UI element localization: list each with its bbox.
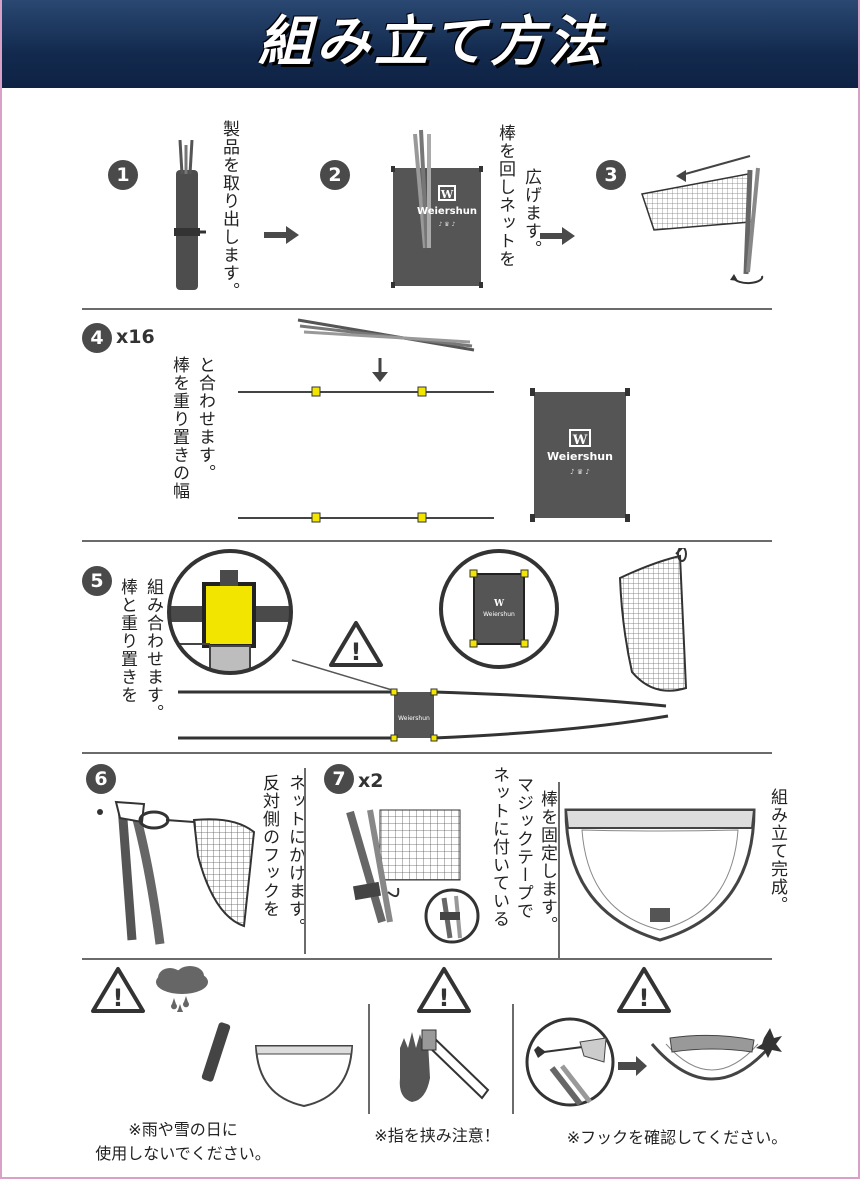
step-6-text-a: ネットにかけます。 <box>285 774 305 936</box>
section-divider <box>82 540 772 542</box>
step-7-text-a: 棒を固定します。 <box>537 790 557 934</box>
caution-1-line2: 使用しないでください。 <box>95 1144 271 1163</box>
svg-text:Weiershun: Weiershun <box>398 715 430 722</box>
column-divider <box>558 782 560 958</box>
hanging-net-illustration <box>614 548 698 728</box>
step-3-badge: 3 <box>596 160 626 190</box>
step-7-badge: 7 <box>324 764 354 794</box>
svg-text:♪ ♛ ♪: ♪ ♛ ♪ <box>439 221 456 228</box>
caution-2-text: ※指を挟み注意！ <box>374 1126 500 1145</box>
warning-triangle-icon: ! <box>90 966 146 1014</box>
svg-text:W: W <box>572 433 588 448</box>
assembled-frame-illustration: Weiershun <box>174 640 694 752</box>
net-panel-illustration: W Weiershun ♪ ♛ ♪ <box>528 384 632 526</box>
frame-corner-zoom-illustration: W Weiershun <box>438 548 560 670</box>
caution-1-line1: ※雨や雪の日に <box>128 1120 238 1139</box>
arrow-right-icon <box>618 1056 648 1076</box>
svg-text:Weiershun: Weiershun <box>417 206 477 217</box>
svg-text:!: ! <box>113 984 124 1012</box>
rain-cloud-icon <box>152 966 212 1012</box>
svg-text:!: ! <box>639 984 650 1012</box>
header-banner: 組み立て方法 <box>2 0 858 88</box>
velcro-strap-illustration <box>340 802 490 950</box>
step-4-text-a: と合わせます。 <box>195 356 215 482</box>
step-4-badge: 4 <box>82 323 112 353</box>
net-small-illustration <box>252 1040 356 1110</box>
step-5-text-b: 棒と重り置きを <box>117 578 137 704</box>
section-divider <box>82 958 772 960</box>
step-2-text-b: 広げます。 <box>521 168 541 258</box>
step-5-text-a: 組み合わせます。 <box>143 578 163 722</box>
weight-joint-zoom-illustration <box>166 548 294 676</box>
section-divider <box>82 752 772 754</box>
unfolding-net-illustration: W Weiershun ♪ ♛ ♪ <box>387 128 487 290</box>
svg-text:!: ! <box>439 984 450 1012</box>
svg-text:W: W <box>493 599 505 609</box>
svg-text:Weiershun: Weiershun <box>483 611 515 618</box>
svg-text:!: ! <box>351 638 362 666</box>
step-4-text-b: 棒を重り置きの幅 <box>169 356 189 500</box>
arrow-right-icon <box>264 225 300 245</box>
step-2-text-a: 棒を回しネットを <box>495 124 515 268</box>
hook-attach-illustration <box>94 796 264 948</box>
step-2-badge: 2 <box>320 160 350 190</box>
rotating-net-illustration <box>638 148 768 288</box>
brand-name-text: Weiershun <box>547 450 613 463</box>
step-8-text: 組み立て完成。 <box>767 788 787 914</box>
page-title: 組み立て方法 <box>258 10 606 73</box>
completed-net-illustration <box>562 802 762 952</box>
step-1-text: 製品を取り出します。 <box>219 120 239 300</box>
column-divider <box>368 1004 370 1114</box>
warning-triangle-icon: ! <box>616 966 672 1014</box>
arrow-right-icon <box>540 226 576 246</box>
column-divider <box>304 768 306 954</box>
step-6-text-b: 反対側のフックを <box>259 774 279 918</box>
caution-3-text: ※フックを確認してください。 <box>566 1128 788 1147</box>
step-7-text-b: マジックテープで <box>513 776 533 920</box>
column-divider <box>512 1004 514 1114</box>
folded-net-small-illustration <box>196 1014 236 1084</box>
warning-triangle-icon: ! <box>328 620 384 668</box>
hook-check-zoom-illustration <box>524 1016 616 1108</box>
poles-and-weight-illustration <box>234 312 504 527</box>
hooked-net-illustration <box>642 1024 782 1108</box>
step-4-multiplier: x16 <box>116 326 155 348</box>
step-5-badge: 5 <box>82 566 112 596</box>
folded-product-illustration <box>162 140 212 295</box>
step-6-badge: 6 <box>86 764 116 794</box>
caution-1-text: ※雨や雪の日に 使用しないでください。 <box>78 1118 288 1166</box>
warning-triangle-icon: ! <box>416 966 472 1014</box>
brand-logo-small: W <box>440 188 454 201</box>
step-7-text-c: ネットに付いている <box>489 766 509 928</box>
step-7-multiplier: x2 <box>358 770 384 792</box>
step-1-badge: 1 <box>108 160 138 190</box>
finger-pinch-illustration <box>392 1018 502 1108</box>
section-divider <box>82 308 772 310</box>
svg-text:♪ ♛ ♪: ♪ ♛ ♪ <box>570 468 590 476</box>
